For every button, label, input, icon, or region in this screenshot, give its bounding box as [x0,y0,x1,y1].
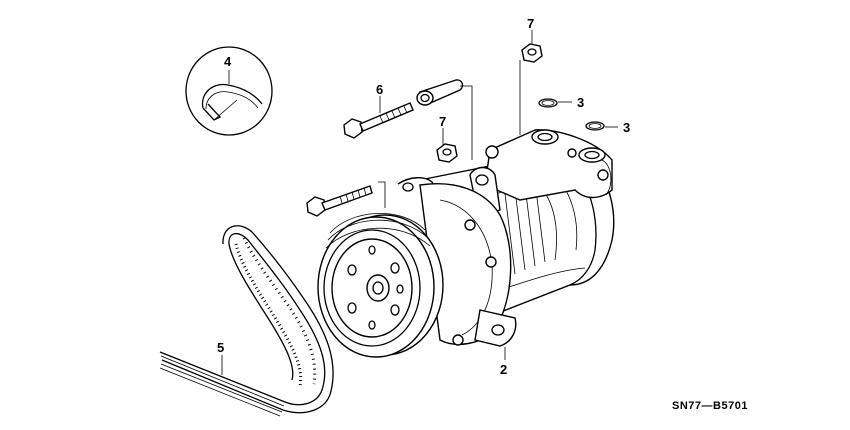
port-suction [531,129,559,145]
nut-middle-body [436,143,458,163]
belt-rib-3 [159,367,281,417]
mount-ear-bottom [474,309,517,347]
plate-hole-7 [396,284,404,294]
clamp-band [201,83,263,109]
nut-middle [436,128,458,163]
callout-3-upper: 3 [577,95,584,110]
callout-4: 4 [224,54,232,69]
front-housing [419,183,512,346]
diagram-code: SN77—B5701 [672,400,748,412]
bolt-head [343,118,363,139]
o-ring-upper-inner [541,100,555,106]
clamp-tail [202,103,222,121]
callout-7-middle: 7 [439,114,446,129]
port-discharge-inner [584,150,600,160]
port-discharge [578,147,606,163]
drive-belt [159,225,334,417]
plate-hole-5 [368,245,376,255]
hub-center [372,281,384,295]
callout-5: 5 [217,340,224,355]
o-rings [538,98,618,131]
o-ring-lower-inner [588,123,602,129]
nut-upper-body [521,43,543,63]
callout-6: 6 [376,82,383,97]
bolt-thread [379,105,408,124]
bolt-shank [359,102,414,132]
callout-2: 2 [500,362,507,377]
collar-guide [460,85,473,160]
bolt-collar [416,79,473,160]
housing-fins [504,181,546,275]
collar-hole [420,93,430,103]
plate-hole-4 [390,304,400,316]
mounting-bolt-lower [306,181,386,217]
mount-ear-bottom-hole [491,324,505,336]
lower-bolt-guide [378,181,386,208]
callout-7-upper: 7 [527,16,534,31]
port-suction-inner [537,132,553,142]
callout-labels: 4 6 7 7 3 3 5 2 SN77—B5701 [217,16,748,412]
plate-hole-2 [390,262,400,274]
clamp-band-inner [205,91,259,110]
lower-bolt-thread [339,187,367,204]
belt-rib-1 [160,355,285,407]
manifold-boss-left [485,145,499,159]
o-ring-upper [538,98,558,108]
o-ring-lower [585,121,605,131]
nut-upper [519,30,543,135]
hose-clamp-detail [185,46,273,136]
mount-ear-left-hole [402,182,414,192]
nut-middle-hole [442,148,452,156]
pulley-grooves-top [325,212,431,249]
manifold-boss-right [597,169,609,181]
callout-3-lower: 3 [623,120,630,135]
front-bolt-4 [452,334,464,346]
mounting-bolt-upper [343,96,414,139]
belt-texture-2 [242,237,317,385]
plate-hole-1 [347,264,357,276]
hub [366,274,390,302]
detail-circle [185,46,273,136]
plate-hole-3 [347,302,357,314]
belt-outer [159,233,326,406]
front-bolt-2 [485,256,497,268]
manifold-boss-mid [567,148,577,158]
belt-outer-edge [161,225,334,414]
collar-end [416,90,434,106]
mount-ear-top-hole [475,174,489,186]
nut-upper-hole [527,48,537,56]
clamp-tongue [213,99,238,121]
belt-rib-2 [160,363,283,413]
pulley-face-outer [323,229,421,347]
compressor [317,129,615,360]
lower-bolt-head [306,196,326,217]
manifold-edge [601,159,612,196]
plate-hole-6 [368,320,376,330]
front-bolt-1 [464,219,476,231]
